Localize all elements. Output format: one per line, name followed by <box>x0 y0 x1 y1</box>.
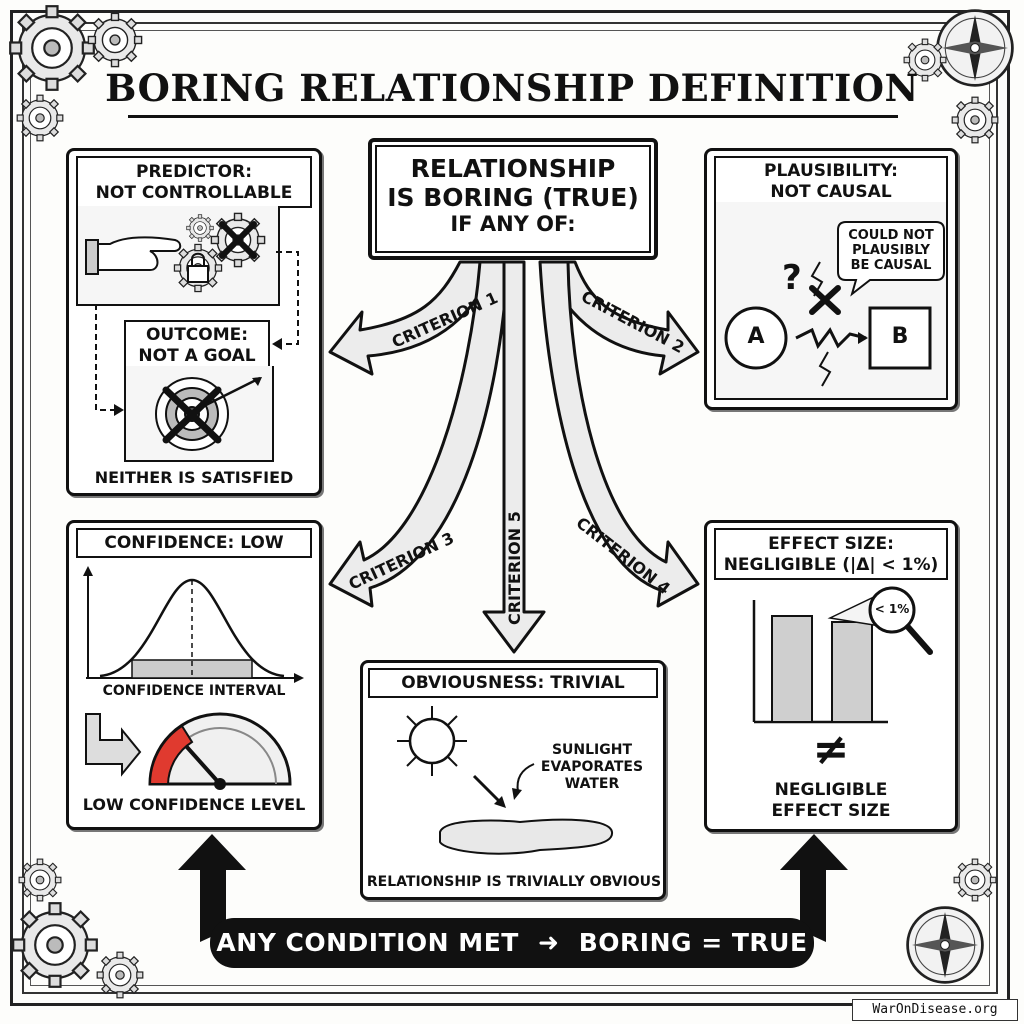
not-equal-symbol: ≠ <box>812 724 850 775</box>
panel-obviousness <box>360 660 666 900</box>
banner-left-text: ANY CONDITION MET <box>216 928 519 957</box>
bar-2 <box>831 621 873 723</box>
bubble-text: COULD NOT PLAUSIBLY BE CAUSAL <box>848 228 934 273</box>
center-line-2: IS BORING (TRUE) <box>387 183 639 212</box>
center-line-3: IF ANY OF: <box>450 212 576 236</box>
arrow-criterion-5 <box>482 260 546 654</box>
node-b <box>868 306 932 370</box>
node-a-label: A <box>747 324 765 349</box>
dashed-connector <box>276 251 299 345</box>
neither-caption: NEITHER IS SATISFIED <box>94 468 294 487</box>
cross-icon <box>219 221 257 259</box>
node-a <box>724 306 788 370</box>
outer-frame <box>10 10 1010 1006</box>
gauge-icon <box>148 712 292 790</box>
cross-icon <box>809 285 841 315</box>
padlock-icon <box>173 243 223 293</box>
sun-icon <box>397 706 467 776</box>
confidence-title: CONFIDENCE: LOW <box>76 528 312 558</box>
magnifier-icon <box>868 586 933 655</box>
bent-arrow <box>85 713 142 777</box>
inner-frame <box>22 22 998 994</box>
arrow-criterion-3 <box>328 260 510 608</box>
page-title: BORING RELATIONSHIP DEFINITION <box>105 66 919 110</box>
dashed-connector <box>95 304 118 411</box>
cross-icon <box>162 386 222 444</box>
watermark[interactable]: WarOnDisease.org <box>852 999 1018 1021</box>
interval-caption: CONFIDENCE INTERVAL <box>102 683 286 699</box>
effect-caption: NEGLIGIBLE EFFECT SIZE <box>771 780 891 821</box>
inner-frame-thin <box>30 30 990 986</box>
conclusion-banner: ANY CONDITION MET ➜ BORING = TRUE <box>210 918 814 968</box>
speech-bubble <box>837 221 945 297</box>
predictor-title: PREDICTOR: NOT CONTROLLABLE <box>76 156 312 208</box>
center-line-1: RELATIONSHIP <box>410 154 616 183</box>
broken-link <box>795 327 867 350</box>
sunlight-note: SUNLIGHT EVAPORATES WATER <box>540 742 644 792</box>
effect-title: EFFECT SIZE: NEGLIGIBLE (|Δ| < 1%) <box>714 528 948 580</box>
question-mark: ? <box>782 258 802 298</box>
magnifier-label: < 1% <box>874 602 910 616</box>
arrow-criterion-4 <box>538 260 700 608</box>
outcome-title: OUTCOME: NOT A GOAL <box>124 320 270 368</box>
low-level-caption: LOW CONFIDENCE LEVEL <box>82 795 306 814</box>
hand-icon <box>85 236 182 275</box>
title-underline <box>128 115 898 118</box>
bar-1 <box>771 615 813 723</box>
criterion-5-label: CRITERION 5 <box>505 511 524 625</box>
right-arrow-icon: ➜ <box>538 928 560 957</box>
node-b-label: B <box>891 324 909 349</box>
obvious-caption: RELATIONSHIP IS TRIVIALLY OBVIOUS <box>366 874 662 890</box>
banner-right-text: BORING = TRUE <box>578 928 808 957</box>
bell-curve-icon <box>83 566 304 683</box>
plausibility-title: PLAUSIBILITY: NOT CAUSAL <box>714 156 948 204</box>
obviousness-title: OBVIOUSNESS: TRIVIAL <box>368 668 658 698</box>
central-definition-box: RELATIONSHIP IS BORING (TRUE) IF ANY OF: <box>368 138 658 260</box>
puddle-icon <box>439 818 613 855</box>
